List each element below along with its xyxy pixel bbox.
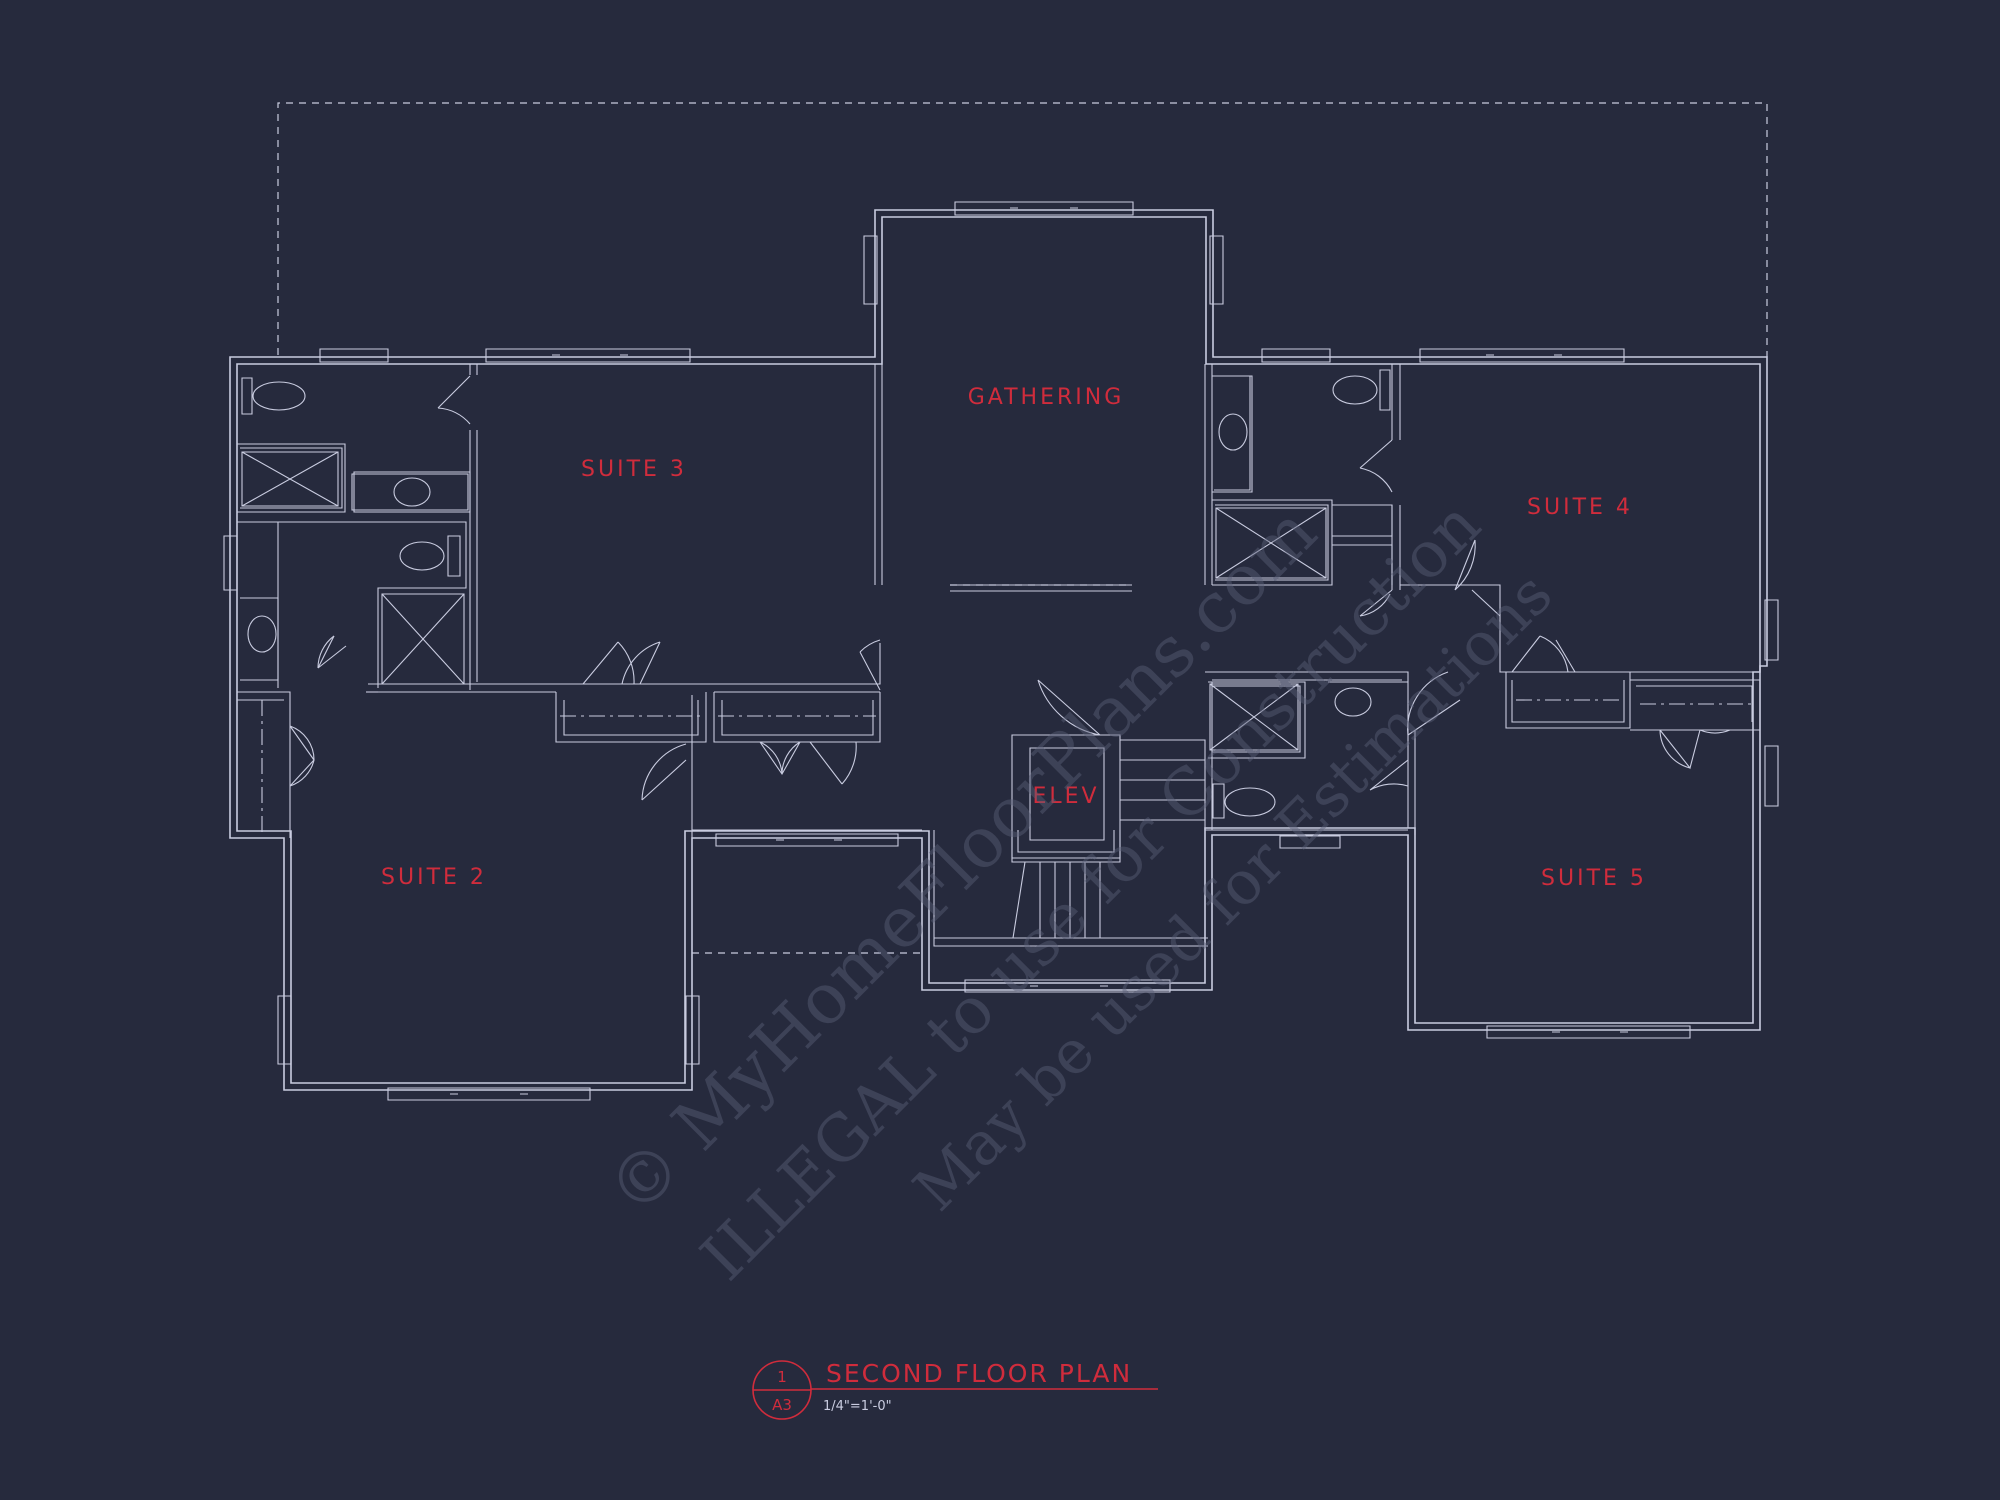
plan-title: SECOND FLOOR PLAN [826,1359,1132,1388]
drawing-title: 1 A3 SECOND FLOOR PLAN 1/4"=1'-0" [752,1359,1158,1420]
room-label-gathering: GATHERING [968,385,1125,410]
room-label-elev: ELEV [1032,784,1099,809]
room-label-suite-4: SUITE 4 [1527,495,1633,520]
bubble-sheet: A3 [772,1396,792,1414]
doors [289,375,1731,801]
plan-scale: 1/4"=1'-0" [823,1399,892,1414]
watermark-line-3: May be used for Estimations [901,559,1566,1224]
bath-fixtures [240,369,1391,819]
closet-shelves [261,699,1752,832]
windows [223,201,1779,1101]
room-label-suite-5: SUITE 5 [1541,866,1647,891]
watermark: © MyHomeFloorPlans.com ILLEGAL to use fo… [592,487,1567,1295]
room-label-suite-2: SUITE 2 [381,865,487,890]
room-labels: GATHERING SUITE 3 SUITE 4 SUITE 2 SUITE … [381,385,1647,891]
room-label-suite-3: SUITE 3 [581,457,687,482]
bubble-number: 1 [777,1368,787,1386]
watermark-line-2: ILLEGAL to use for Construction [687,487,1495,1295]
interior-walls [237,364,1761,947]
